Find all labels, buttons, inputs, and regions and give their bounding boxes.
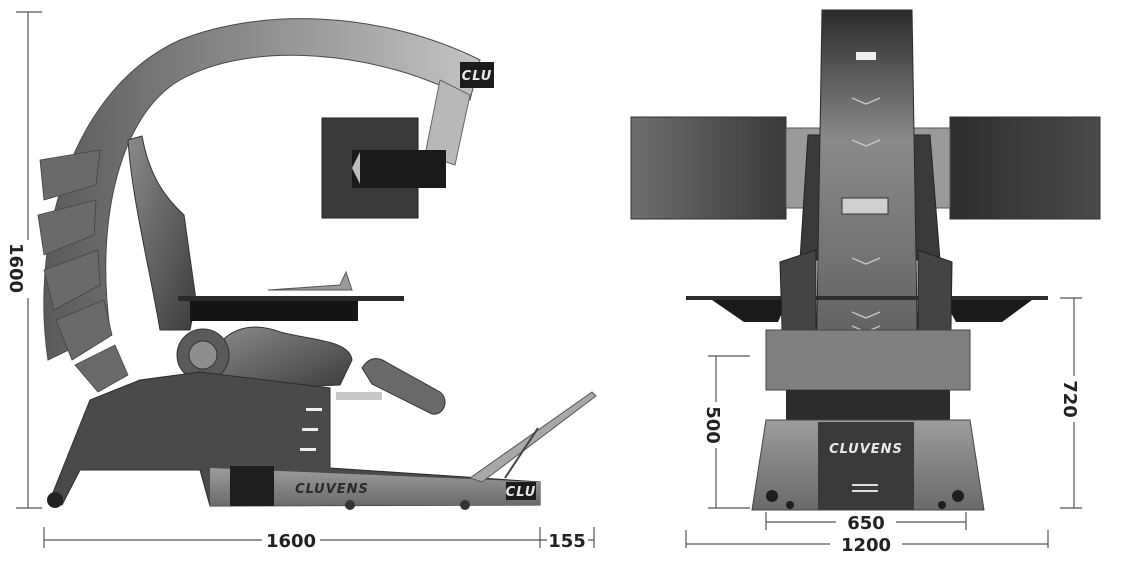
seat-cushion [211, 326, 353, 391]
front-desk-height-label: 720 [1059, 380, 1080, 418]
leg-rest-bracket [336, 392, 382, 400]
side-base-block [230, 466, 274, 506]
seat-back [127, 135, 197, 331]
front-pedestal-band [786, 390, 950, 420]
side-desk-body [190, 301, 358, 321]
front-desk-height-dimension: 720 [1059, 297, 1082, 509]
side-wheel-rear [47, 492, 63, 508]
side-extension-label: 155 [548, 531, 586, 552]
foot-tag-plate [506, 482, 536, 500]
front-desk-right-wing [944, 300, 1032, 322]
side-view: 1600 CLU [5, 11, 597, 552]
front-base-slots [852, 484, 878, 492]
side-wheel-mid [345, 500, 355, 510]
side-height-dimension: 1600 [5, 11, 42, 509]
front-total-width-label: 1200 [841, 535, 891, 556]
arch-tag: CLU [462, 69, 493, 84]
side-monitor-chevron [352, 152, 360, 184]
arch-tag-plate [460, 62, 494, 88]
side-length-dimension: 1600 155 [43, 527, 595, 552]
foot-tag: CLU [506, 485, 537, 500]
front-base-panel [818, 422, 914, 510]
front-desk-top [686, 296, 1048, 300]
side-height-label: 1600 [5, 243, 26, 293]
front-view: CLUVENS 500 720 [630, 9, 1101, 556]
front-wheels [766, 490, 964, 509]
front-base-width-dimension: 650 [765, 512, 967, 534]
front-brand: CLUVENS [829, 442, 903, 457]
monitor-arm [424, 79, 471, 166]
arch-fins [37, 149, 129, 393]
pedal-strut [504, 427, 539, 479]
spine-light [856, 52, 876, 60]
front-desk-left-wing [712, 300, 788, 322]
side-keyboard [267, 270, 353, 291]
side-wheel-front [460, 500, 470, 510]
side-brand: CLUVENS [295, 482, 369, 497]
front-seat-height-label: 500 [702, 406, 723, 444]
front-monitor-left [630, 116, 787, 220]
pivot-hub-inner [188, 340, 218, 370]
leg-rest [361, 358, 446, 415]
side-length-label: 1600 [266, 531, 316, 552]
front-spine [815, 9, 919, 381]
front-base-width-label: 650 [847, 513, 885, 534]
front-total-width-dimension: 1200 [685, 530, 1049, 556]
slot-marks [300, 408, 322, 451]
side-desk-top [178, 296, 404, 301]
front-monitor-right [949, 116, 1101, 220]
front-seat-height-dimension: 500 [702, 355, 750, 509]
side-monitor-mount [352, 150, 446, 188]
spine-buckle [841, 197, 889, 215]
front-column [765, 329, 971, 391]
side-base-rail [210, 468, 540, 506]
